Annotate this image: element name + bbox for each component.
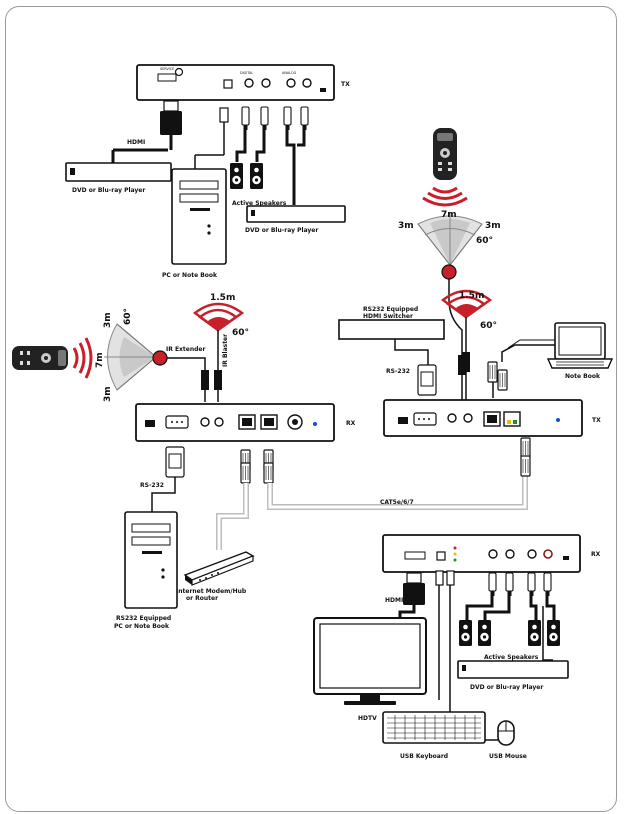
notebook-right-label: Note Book <box>565 373 601 380</box>
speaker-icon <box>230 163 243 189</box>
speaker-icon <box>459 620 472 646</box>
ir-blaster-left: 1.5m 60° IR Blaster <box>192 293 249 402</box>
laptop-right: Note Book <box>501 322 614 380</box>
dvd-player-top-left: DVD or Blu-ray Player <box>65 162 172 194</box>
active-speakers-top: Active Speakers <box>230 163 287 207</box>
hdmi-bottom-label: HDMI <box>385 597 403 604</box>
dvd-top-left-label: DVD or Blu-ray Player <box>72 187 145 194</box>
ir-sensor-top <box>441 264 466 400</box>
ir-blaster-1-5m-left: 1.5m <box>210 293 235 303</box>
pc-notebook-top-label: PC or Note Book <box>162 272 218 279</box>
rca-cables-top <box>235 106 309 205</box>
ir-3m-top-left: 3m <box>398 221 414 231</box>
ir-blaster-60-left: 60° <box>232 328 249 338</box>
svg-text:DIGITAL: DIGITAL <box>240 71 253 75</box>
speaker-icon <box>547 620 560 646</box>
tx-right-label: TX <box>592 417 601 424</box>
cat-cable-label: CAT5e/6/7 <box>380 499 414 506</box>
rx-unit-left: RX <box>135 403 356 442</box>
hdmi-top-label: HDMI <box>127 139 145 146</box>
ir-60-top: 60° <box>476 236 493 246</box>
hdmi-cable-top: HDMI <box>111 100 182 163</box>
usb-mouse-label: USB Mouse <box>489 753 527 760</box>
tx-unit-top: SERVICE DIGITAL ANALOG TX <box>136 64 350 101</box>
ir-fan-left: 3m 60° 7m 3m <box>95 308 157 402</box>
rs232-pc-label: RS232 Equipped PC or Note Book <box>114 615 173 630</box>
ir-7m-top: 7m <box>441 210 457 220</box>
speaker-icon <box>478 620 491 646</box>
rca-cables-bottom <box>465 572 556 661</box>
active-speakers-bottom-label: Active Speakers <box>484 654 539 661</box>
dvd-player-top-right: DVD or Blu-ray Player <box>245 205 346 234</box>
rj45-rx-left <box>240 449 274 484</box>
ir-3m-top-right: 3m <box>485 221 501 231</box>
ir-blaster-1-5m-right: 1.5m <box>459 291 484 301</box>
router: Internet Modem/Hub or Router <box>176 551 255 602</box>
ir-extender-left: IR Extender <box>152 346 209 402</box>
dvd-top-right-label: DVD or Blu-ray Player <box>245 227 318 234</box>
hdtv-label: HDTV <box>358 715 377 722</box>
active-speakers-bottom: Active Speakers <box>459 620 560 661</box>
dvd-bottom-label: DVD or Blu-ray Player <box>470 684 543 691</box>
modem-cable <box>216 483 249 550</box>
ir-blaster-60-right: 60° <box>480 321 497 331</box>
rs232-cable-left: RS-232 <box>140 446 185 515</box>
speaker-icon <box>250 163 263 189</box>
usb-mouse: USB Mouse <box>489 720 527 760</box>
cat-cable: CAT5e/6/7 <box>267 437 531 510</box>
svg-text:SERVICE: SERVICE <box>160 67 174 71</box>
hdmi-cable-bottom: HDMI <box>385 572 425 618</box>
ir-60-left: 60° <box>123 308 133 325</box>
rx-unit-bottom: RX <box>382 534 601 573</box>
speaker-icon <box>528 620 541 646</box>
rj45-tx-right <box>487 361 508 398</box>
remote-top <box>422 128 468 207</box>
tx-unit-right: TX <box>383 399 601 437</box>
tx-top-label: TX <box>341 81 350 88</box>
modem-label: Internet Modem/Hub or Router <box>176 588 248 602</box>
ir-7m-left: 7m <box>95 352 105 368</box>
usb-keyboard: USB Keyboard <box>382 711 486 760</box>
rs232-left-label: RS-232 <box>140 482 164 489</box>
pc-tower-top: PC or Note Book <box>162 168 227 279</box>
diagram-frame <box>5 6 617 812</box>
ir-extender-label: IR Extender <box>166 346 205 353</box>
rx-bottom-label: RX <box>591 551 601 558</box>
hdmi-switcher: RS232 Equipped HDMI Switcher RS-232 <box>338 306 445 396</box>
dvd-player-bottom: DVD or Blu-ray Player <box>457 660 569 691</box>
usb-cable-top <box>194 107 229 170</box>
ir-3m-left-bottom: 3m <box>103 386 113 402</box>
rs232-switcher-label: RS232 Equipped HDMI Switcher <box>363 306 420 320</box>
ir-fan-top: 7m 3m 3m 60° <box>398 210 501 266</box>
active-speakers-top-label: Active Speakers <box>232 200 287 207</box>
remote-left <box>12 337 93 379</box>
pc-tower-left: RS232 Equipped PC or Note Book <box>114 511 178 630</box>
rs232-right-label: RS-232 <box>386 368 410 375</box>
hdtv: HDTV <box>313 617 427 722</box>
ir-blaster-right: 1.5m 60° <box>440 289 497 400</box>
ir-3m-left-top: 3m <box>103 312 113 328</box>
svg-text:ANALOG: ANALOG <box>282 71 297 75</box>
usb-keyboard-label: USB Keyboard <box>400 753 448 760</box>
rx-left-label: RX <box>346 420 356 427</box>
ir-blaster-label: IR Blaster <box>222 334 229 367</box>
